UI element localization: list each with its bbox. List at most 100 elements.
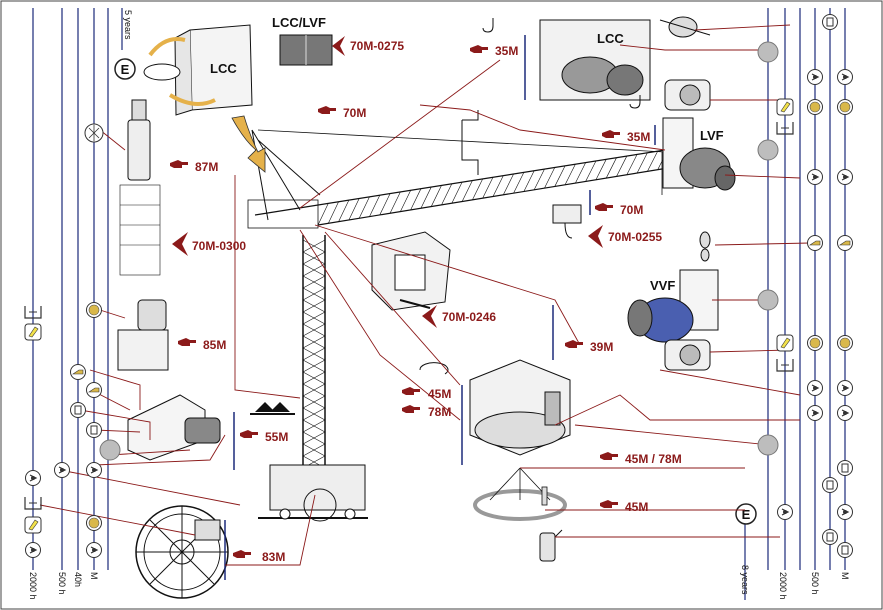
svg-text:70M-0255: 70M-0255 [608,230,662,244]
grease-point-icon [837,99,853,115]
ref-45m-ring: 45M [600,500,648,514]
oil-can-icon [837,235,853,251]
svg-text:35M: 35M [495,44,518,58]
svg-text:35M: 35M [627,130,650,144]
status-dot-grey [757,434,779,456]
grease-point-icon [822,14,838,30]
svg-text:45M / 78M: 45M / 78M [625,452,682,466]
grease-point-icon [836,379,854,397]
inspection-icon [70,402,86,418]
grease-point-icon [86,515,102,531]
cross-hatch-icon [84,123,104,143]
svg-text:E: E [121,62,130,77]
svg-text:45M: 45M [428,387,451,401]
valve-block-motor [127,394,221,461]
svg-text:70M-0246: 70M-0246 [442,310,496,324]
lcc-winch-top-right [539,19,651,101]
grease-point-icon [806,68,824,86]
svg-text:70M-0300: 70M-0300 [192,239,246,253]
climbing-cylinder [119,99,161,276]
e-marker-right: E [735,503,757,525]
oil-can-icon [24,516,42,534]
grease-point-icon [806,404,824,422]
right-scale-2000h: 2000 h [778,572,788,600]
five-years-label: 5 years [123,10,133,40]
inspection-icon [822,529,838,545]
oil-can-icon [776,334,794,352]
ref-78m: 78M [402,405,451,419]
ref-70m-0275: 70M-0275 [332,36,404,56]
oil-can-icon [24,323,42,341]
hook-icon-top [482,18,641,109]
cable-drum [135,505,229,599]
chain-hook [699,231,711,262]
ref-55m: 55M [240,430,288,444]
inspection-icon [837,542,853,558]
vvf-winch [627,269,719,343]
oil-can-icon [70,364,86,380]
grease-point-icon [85,541,103,559]
svg-text:70M: 70M [620,203,643,217]
right-scale-m: M [840,572,850,580]
ref-70m-0246: 70M-0246 [422,305,496,328]
trolley-motor-right [664,339,711,371]
left-scale-500h: 500 h [57,572,67,595]
grease-point-icon [53,461,71,479]
ref-45m-78m: 45M / 78M [600,452,682,466]
bolt-and-spray [539,486,563,562]
counterweight-symbol [250,402,295,415]
grease-point-icon [85,461,103,479]
inspection-icon [86,422,102,438]
e-marker-left: E [114,58,136,80]
grease-point-icon [86,302,102,318]
svg-text:39M: 39M [590,340,613,354]
grease-point-icon [836,503,854,521]
lcc-left-label: LCC [210,61,237,76]
inspection-icon [822,477,838,493]
grease-point-icon [836,168,854,186]
status-dot-grey [757,139,779,161]
lcc-lvf-panel [279,34,333,66]
hoist-motor-upper-right [664,79,711,111]
inspection-icon [837,460,853,476]
leader-lines [39,24,811,566]
svg-text:E: E [742,507,751,522]
grease-point-icon [24,541,42,559]
ref-70m-jib: 70M [318,106,366,120]
ref-87m: 87M [170,160,218,174]
operator-cabin [371,231,451,311]
left-scale-m: M [89,572,99,580]
hook-block [552,204,582,239]
lcc-lvf-title: LCC/LVF [272,15,326,30]
ref-45m: 45M [402,387,451,401]
right-scale-500h: 500 h [810,572,820,595]
grease-point-icon [807,99,823,115]
ref-35m-mid: 35M [602,130,650,144]
slewing-unit [469,359,571,456]
left-scale-2000h: 2000 h [28,572,38,600]
vvf-label: VVF [650,278,675,293]
lcc-install-arrow [231,115,266,173]
status-dot-grey [757,41,779,63]
svg-text:70M: 70M [343,106,366,120]
left-scale-rails [32,8,123,570]
svg-text:70M-0275: 70M-0275 [350,39,404,53]
grease-point-icon [806,168,824,186]
svg-text:45M: 45M [625,500,648,514]
left-scale-40h: 40h [73,572,83,587]
hydraulic-power-unit [117,299,169,371]
grease-point-icon [836,68,854,86]
grease-point-icon [836,404,854,422]
lvf-label: LVF [700,128,724,143]
ref-70m-0255: 70M-0255 [588,225,662,248]
lvf-winch [662,117,736,191]
ref-70m-0300: 70M-0300 [172,232,246,256]
tower-crane-illustration [247,129,669,522]
svg-text:78M: 78M [428,405,451,419]
grease-point-icon [776,503,794,521]
eight-years-label: 8 years [740,565,750,595]
ref-85m: 85M [178,338,226,352]
